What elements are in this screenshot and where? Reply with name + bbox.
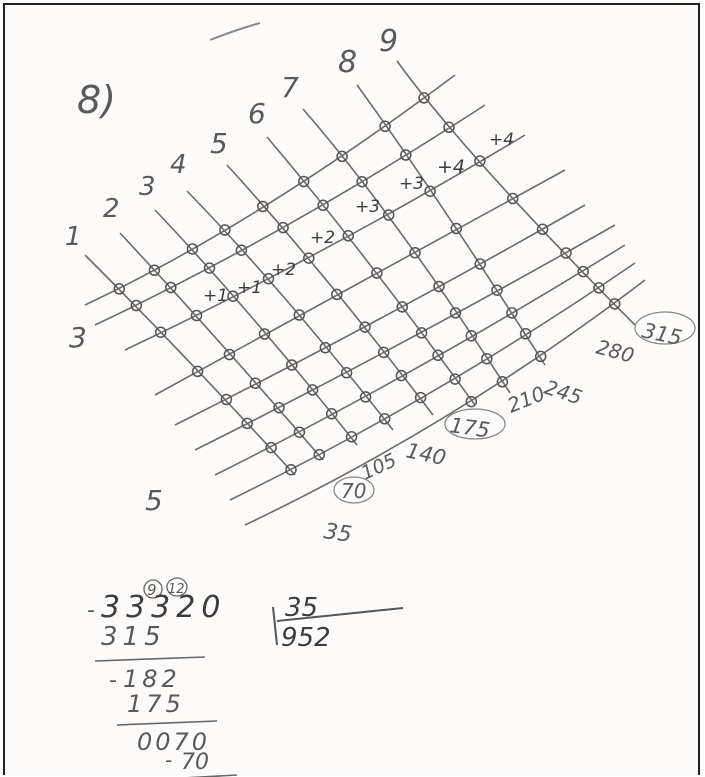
step-315: 315 xyxy=(101,622,166,652)
multiplication-lattice xyxy=(85,61,645,525)
top-number-2: 2 xyxy=(103,194,120,224)
carry-3b: +3 xyxy=(399,174,424,194)
intersection-circle xyxy=(466,397,476,407)
lattice-line-descending xyxy=(85,255,295,475)
minus-sign-3: - xyxy=(165,748,172,772)
top-number-7: 7 xyxy=(281,71,299,104)
carry-1a: +1 xyxy=(203,286,228,306)
division-bracket-vertical xyxy=(273,607,277,645)
dividend: 33320 xyxy=(101,590,226,625)
intersection-circle xyxy=(536,351,546,361)
lattice-line-ascending xyxy=(95,105,485,325)
step-182: 182 xyxy=(123,665,181,693)
carry-1b: +1 xyxy=(237,278,262,298)
divisor: 35 xyxy=(285,593,318,623)
paper-sheet: 8) 1 2 3 4 5 6 7 8 9 3 5 +1 +1 +2 +2 +3 … xyxy=(3,3,700,775)
top-number-5: 5 xyxy=(210,127,228,160)
carry-4a: +4 xyxy=(437,156,465,178)
minus-sign-1: - xyxy=(87,598,95,623)
left-number-5: 5 xyxy=(145,484,163,517)
result-140: 140 xyxy=(404,438,448,470)
carry-2a: +2 xyxy=(271,260,296,280)
lattice-line-ascending xyxy=(195,225,615,450)
division-rule-1 xyxy=(95,657,205,661)
result-175: 175 xyxy=(448,413,491,442)
top-number-6: 6 xyxy=(248,97,266,130)
top-number-8: 8 xyxy=(338,45,357,80)
carry-3a: +3 xyxy=(355,197,380,217)
minus-sign-2: - xyxy=(109,668,117,693)
handwritten-work: 8) 1 2 3 4 5 6 7 8 9 3 5 +1 +1 +2 +2 +3 … xyxy=(5,5,702,777)
problem-label: 8) xyxy=(77,78,116,122)
top-number-1: 1 xyxy=(65,222,82,252)
top-number-4: 4 xyxy=(170,150,187,180)
lattice-line-ascending xyxy=(245,280,645,525)
carry-2b: +2 xyxy=(310,228,335,248)
top-number-3: 3 xyxy=(139,172,156,202)
result-315: 315 xyxy=(640,318,684,350)
division-rule-2 xyxy=(117,721,217,725)
result-35: 35 xyxy=(322,519,353,548)
carry-4b: +4 xyxy=(489,130,514,150)
result-210: 210 xyxy=(504,381,548,418)
top-number-9: 9 xyxy=(379,24,398,59)
quotient: 952 xyxy=(281,623,331,653)
result-280: 280 xyxy=(594,335,637,368)
left-number-3: 3 xyxy=(69,321,87,354)
step-70: 70 xyxy=(181,750,209,775)
step-175: 175 xyxy=(127,690,185,718)
stray-stroke xyxy=(210,23,260,40)
lattice-line-descending xyxy=(303,109,510,393)
result-245: 245 xyxy=(541,375,585,410)
result-70: 70 xyxy=(341,479,366,503)
result-105: 105 xyxy=(358,449,400,484)
